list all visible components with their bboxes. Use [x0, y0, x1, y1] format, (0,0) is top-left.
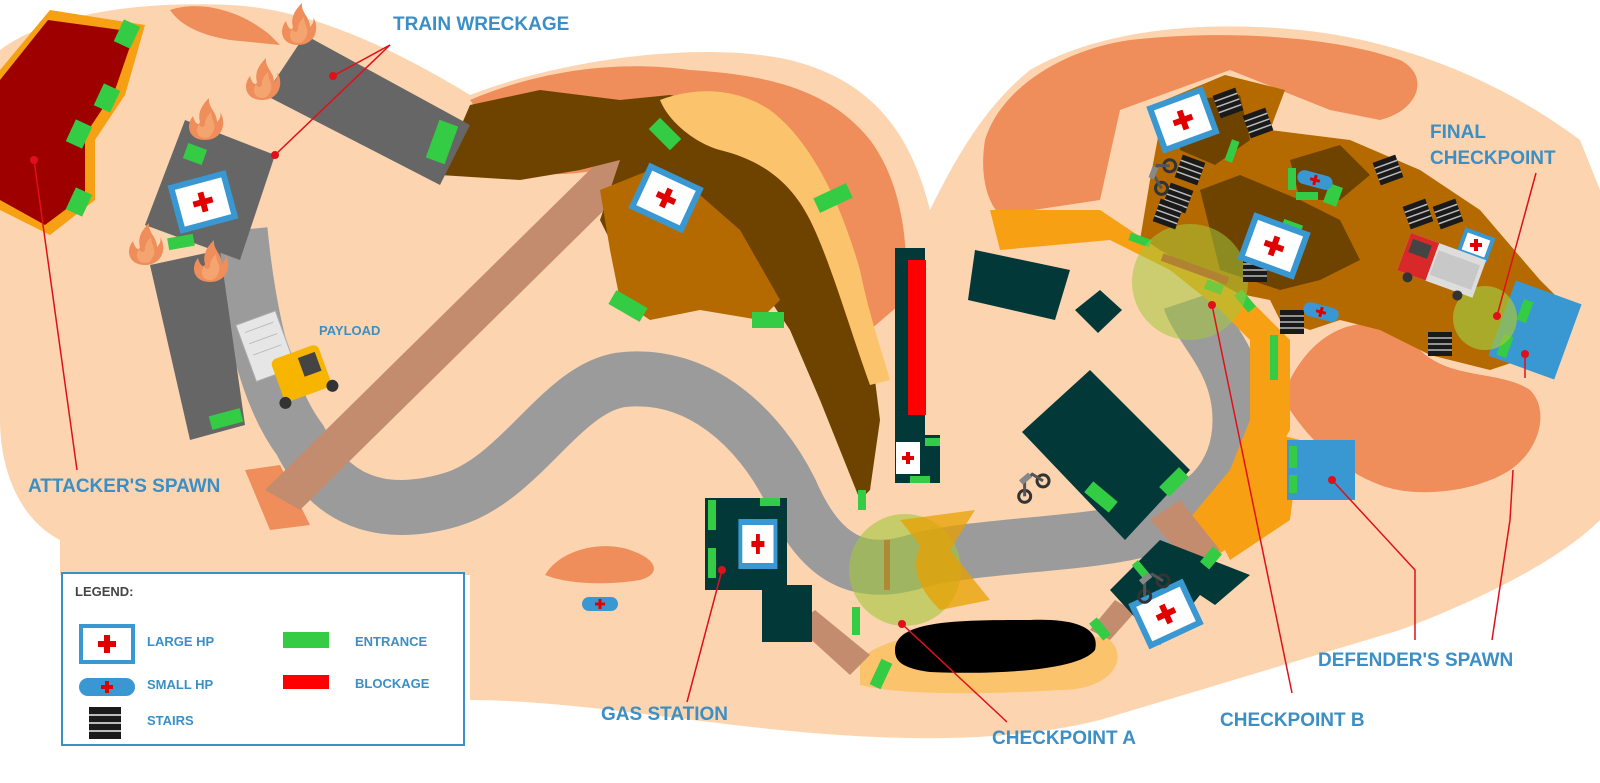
train-car-1 — [265, 35, 470, 185]
building-center-top-2 — [1075, 290, 1122, 333]
legend-large-hp-icon — [79, 624, 135, 664]
label-payload: PAYLOAD — [319, 323, 381, 338]
small-large-hp-marker — [896, 227, 1496, 474]
label-gas-station: GAS STATION — [601, 704, 729, 725]
platform-light-middle — [660, 91, 890, 386]
final-checkpoint-zone — [1453, 286, 1517, 350]
label-attackers-spawn: ATTACKER'S SPAWN — [28, 476, 221, 497]
checkpoint-b-zone — [1132, 224, 1248, 340]
label-checkpoint-a: CHECKPOINT A — [992, 728, 1136, 749]
attacker-spawn-inner — [0, 20, 135, 225]
label-train-wreckage: TRAIN WRECKAGE — [393, 14, 570, 35]
tunnel-black — [895, 619, 1096, 673]
legend-box: LEGEND: LARGE HP SMALL HP STAIRS ENTRANC… — [61, 572, 465, 746]
platform-inner-right-3 — [1290, 145, 1370, 200]
legend-blockage-label: BLOCKAGE — [355, 676, 430, 691]
building-center-big — [1022, 370, 1190, 540]
payload-truck-icon — [235, 310, 339, 409]
legend-small-hp-icon — [79, 678, 135, 696]
blockage-wall — [908, 260, 926, 415]
ramp-gas-station — [795, 610, 870, 675]
train-car-3 — [150, 250, 245, 440]
legend-stairs-icon — [89, 707, 121, 739]
legend-entrance-swatch — [283, 632, 329, 648]
gas-station-annex — [762, 585, 812, 642]
legend-entrance-label: ENTRANCE — [355, 634, 428, 649]
legend-title: LEGEND: — [75, 584, 134, 599]
legend-large-hp-label: LARGE HP — [147, 634, 215, 649]
label-final-checkpoint-line1: FINAL — [1430, 122, 1486, 143]
ramp-building-b1 — [1150, 500, 1220, 570]
legend-stairs-label: STAIRS — [147, 713, 194, 728]
cliff-top-right — [983, 35, 1418, 216]
legend-small-hp-label: SMALL HP — [147, 677, 214, 692]
legend-blockage-swatch — [283, 675, 329, 689]
label-checkpoint-b: CHECKPOINT B — [1220, 710, 1365, 731]
fire-truck-icon — [1397, 232, 1487, 301]
cliff-left-top — [170, 6, 280, 46]
defender-spawn-bottom — [1287, 440, 1355, 500]
label-final-checkpoint-line2: CHECKPOINT — [1430, 148, 1556, 169]
pointer-dots — [30, 72, 1529, 628]
building-center-top-1 — [968, 250, 1070, 320]
checkpoint-a-marker — [900, 510, 990, 610]
orange-walkway-lower — [1220, 430, 1300, 560]
rock-ramp-base — [245, 465, 310, 530]
label-defenders-spawn: DEFENDER'S SPAWN — [1318, 650, 1514, 671]
rock-small — [545, 546, 654, 584]
pointer-lines — [33, 44, 1537, 723]
ramp-bridge — [265, 150, 650, 510]
